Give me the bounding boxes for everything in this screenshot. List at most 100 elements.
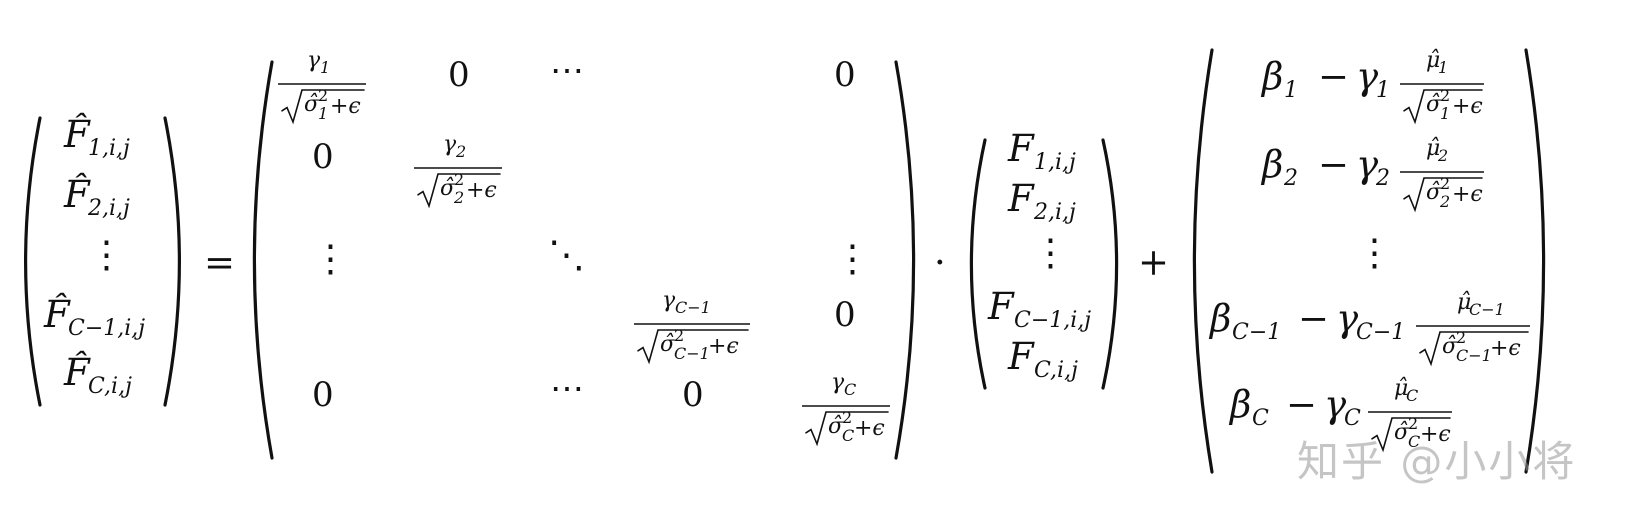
bias-1-mu: μ̂: [1426, 136, 1441, 161]
bias-3-mu-sub: C: [1406, 386, 1419, 405]
bias-1-eps: +ϵ: [1452, 182, 1483, 207]
plus-operator: +: [1138, 241, 1170, 284]
lhs-3-sym: F̂: [44, 293, 70, 336]
bias-0-minus: −: [1318, 55, 1350, 98]
bias-1-beta: β: [1262, 143, 1284, 186]
bias-3-minus: −: [1286, 383, 1318, 426]
bias-3-sig-sup: 2: [1408, 414, 1419, 433]
matrix-diag-3-den-sub: C−1: [674, 344, 710, 363]
bias-3-gamma-sub: C: [1344, 406, 1361, 431]
matrix-diag-4-den-sup: 2: [842, 408, 853, 427]
bias-0-mu-sub: 1: [1438, 58, 1449, 77]
bias-2-gamma-sub: C−1: [1356, 320, 1406, 345]
bias-1-beta-sub: 2: [1284, 166, 1298, 191]
matrix-diag-3-sqrt: [637, 329, 749, 365]
bias-3-beta-sub: C: [1252, 406, 1269, 431]
matrix-diag-4-eps: +ϵ: [854, 416, 885, 441]
bias-3-eps: +ϵ: [1420, 422, 1451, 447]
bias-2-minus: −: [1298, 297, 1330, 340]
input-left-paren: [969, 138, 987, 390]
input-4-sym: F: [1008, 335, 1034, 378]
bias-1-sig: σ̂: [1426, 180, 1442, 205]
bias-2-mu: μ̂: [1457, 290, 1472, 315]
bias-2-gamma: γ: [1336, 297, 1359, 340]
input-1-sub: 2,i,j: [1034, 200, 1076, 225]
input-3-sym: F: [988, 285, 1014, 328]
matrix-zero-r4c5: 0: [834, 295, 856, 335]
bias-0-beta: β: [1262, 55, 1284, 98]
input-3-sub: C−1,i,j: [1014, 308, 1092, 333]
lhs-left-paren: [24, 116, 42, 407]
matrix-diag-2-num: γ: [443, 132, 457, 157]
bias-1-sqrt: [1403, 177, 1483, 213]
matrix-vdots-c5: ⋮: [834, 237, 871, 280]
bias-0-sig-sub: 1: [1440, 104, 1451, 123]
bias-0-eps: +ϵ: [1452, 94, 1483, 119]
bias-1-gamma: γ: [1356, 143, 1379, 186]
bias-3-sig-sub: C: [1408, 432, 1421, 451]
matrix-diag-2-num-sub: 2: [456, 142, 467, 161]
matrix-ddots: ⋱: [548, 233, 585, 276]
equals-sign: =: [204, 241, 236, 284]
matrix-diag-1-den-sup: 2: [318, 86, 329, 105]
bias-1-sig-sup: 2: [1440, 174, 1451, 193]
matrix-left-paren: [252, 60, 274, 460]
matrix-zero-r1c5: 0: [834, 55, 856, 95]
bias-2-eps: +ϵ: [1490, 336, 1521, 361]
bias-2-sqrt: [1419, 331, 1529, 367]
matrix-hdots-r5: ⋯: [550, 369, 584, 409]
matrix-diag-1-den: σ̂: [304, 92, 320, 117]
bias-3-sqrt: [1371, 417, 1451, 453]
matrix-diag-2-den-sup: 2: [454, 170, 465, 189]
lhs-0-sub: 1,i,j: [88, 136, 130, 161]
bias-0-gamma: γ: [1356, 55, 1379, 98]
matrix-diag-4-den: σ̂: [828, 414, 844, 439]
bias-0-sqrt: [1403, 89, 1483, 125]
input-0-sym: F: [1008, 127, 1034, 170]
bias-0-gamma-sub: 1: [1376, 78, 1390, 103]
matrix-vdots-c1: ⋮: [312, 237, 349, 280]
matrix-diag-4-num-sub: C: [844, 380, 857, 399]
input-0-sub: 1,i,j: [1034, 150, 1076, 175]
bias-2-sig-sup: 2: [1456, 328, 1467, 347]
bias-0-beta-sub: 1: [1284, 78, 1298, 103]
lhs-1-sym: F̂: [64, 173, 90, 216]
bias-1-mu-sub: 2: [1438, 146, 1449, 165]
matrix-zero-r2c1: 0: [312, 137, 334, 177]
bias-1-gamma-sub: 2: [1376, 166, 1390, 191]
bias-1-sig-sub: 2: [1440, 192, 1451, 211]
bias-0-sig-sup: 2: [1440, 86, 1451, 105]
lhs-1-sub: 2,i,j: [88, 196, 130, 221]
input-right-paren: [1101, 138, 1119, 390]
matrix-diag-4-sqrt: [805, 411, 889, 447]
input-4-sub: C,i,j: [1034, 358, 1078, 383]
matrix-diag-3-den-sup: 2: [674, 326, 685, 345]
matrix-diag-2-sqrt: [417, 173, 501, 209]
bias-3-beta: β: [1230, 383, 1252, 426]
dot-operator: ·: [934, 241, 946, 284]
matrix-diag-3-den: σ̂: [660, 332, 676, 357]
matrix-diag-2-den: σ̂: [440, 176, 456, 201]
bias-2-sig: σ̂: [1442, 334, 1458, 359]
matrix-zero-r5c1: 0: [312, 375, 334, 415]
matrix-diag-2-eps: +ϵ: [466, 178, 497, 203]
lhs-4-sub: C,i,j: [88, 374, 132, 399]
matrix-right-paren: [894, 60, 916, 460]
bias-0-mu: μ̂: [1426, 48, 1441, 73]
matrix-diag-4-num: γ: [831, 370, 845, 395]
input-1-sym: F: [1008, 177, 1034, 220]
bias-2-sig-sub: C−1: [1456, 346, 1492, 365]
bias-right-paren: [1524, 48, 1546, 474]
bias-2-mu-sub: C−1: [1469, 300, 1505, 319]
lhs-0-sym: F̂: [64, 113, 90, 156]
bias-3-gamma: γ: [1324, 383, 1347, 426]
lhs-right-paren: [163, 116, 181, 407]
matrix-hdots-r1: ⋯: [550, 51, 584, 91]
matrix-diag-1-eps: +ϵ: [330, 94, 361, 119]
input-vdots: ⋮: [1032, 231, 1069, 274]
matrix-diag-1-den-sub: 1: [318, 104, 329, 123]
bias-2-beta-sub: C−1: [1232, 320, 1282, 345]
matrix-zero-r5c4: 0: [682, 375, 704, 415]
matrix-diag-3-num: γ: [662, 288, 676, 313]
